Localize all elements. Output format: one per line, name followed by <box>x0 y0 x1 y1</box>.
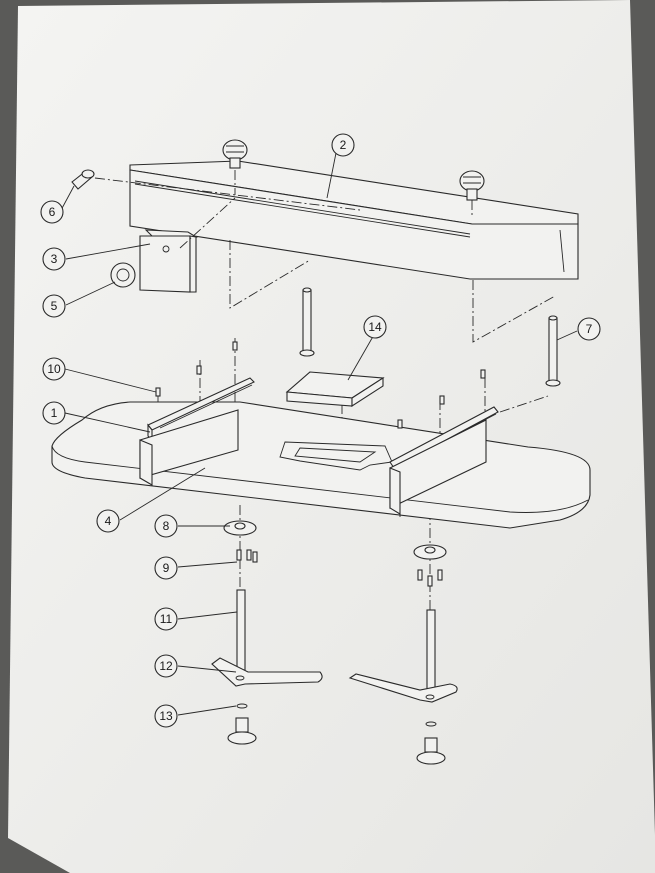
post-right <box>545 315 561 387</box>
callout-label: 1 <box>51 406 58 420</box>
callout-label: 14 <box>368 320 382 334</box>
leveler-right <box>416 721 446 765</box>
callout-1: 1 <box>42 401 66 425</box>
callout-label: 2 <box>340 138 347 152</box>
callout-6: 6 <box>40 200 64 224</box>
callout-label: 10 <box>47 362 61 376</box>
callout-14: 14 <box>363 315 387 339</box>
leg-left <box>236 589 246 671</box>
callout-2: 2 <box>331 133 355 157</box>
insert-plate <box>285 371 385 408</box>
fence-block <box>139 229 198 293</box>
flange-right <box>413 544 447 587</box>
leader-lines <box>59 152 578 716</box>
callout-label: 9 <box>163 561 170 575</box>
callout-5: 5 <box>42 294 66 318</box>
star-knob-icon <box>110 262 136 288</box>
callout-4: 4 <box>96 509 120 533</box>
callout-label: 4 <box>105 514 112 528</box>
screw-icons <box>155 341 486 429</box>
callout-label: 5 <box>51 299 58 313</box>
leveler-left <box>227 703 257 745</box>
fence-bar <box>129 160 579 280</box>
callout-label: 8 <box>163 519 170 533</box>
flange-left <box>223 520 258 563</box>
foot-left <box>211 657 323 687</box>
callout-label: 11 <box>160 612 173 626</box>
callout-8: 8 <box>154 514 178 538</box>
knob-icon <box>222 139 248 169</box>
callout-label: 6 <box>49 205 56 219</box>
callout-7: 7 <box>577 317 601 341</box>
callout-13: 13 <box>154 704 178 728</box>
callout-3: 3 <box>42 247 66 271</box>
callout-12: 12 <box>154 654 178 678</box>
callout-label: 13 <box>159 709 173 723</box>
callout-label: 3 <box>51 252 58 266</box>
callout-label: 12 <box>159 659 173 673</box>
bolt-icon <box>71 169 95 190</box>
foot-right <box>348 673 458 703</box>
leg-right <box>426 609 436 693</box>
callout-label: 7 <box>586 322 593 336</box>
rail-left <box>139 377 255 486</box>
callout-10: 10 <box>42 357 66 381</box>
callout-11: 11 <box>154 607 178 631</box>
knob-icon <box>459 170 485 201</box>
callout-9: 9 <box>154 556 178 580</box>
post-left <box>299 287 315 357</box>
rail-right <box>389 406 499 515</box>
